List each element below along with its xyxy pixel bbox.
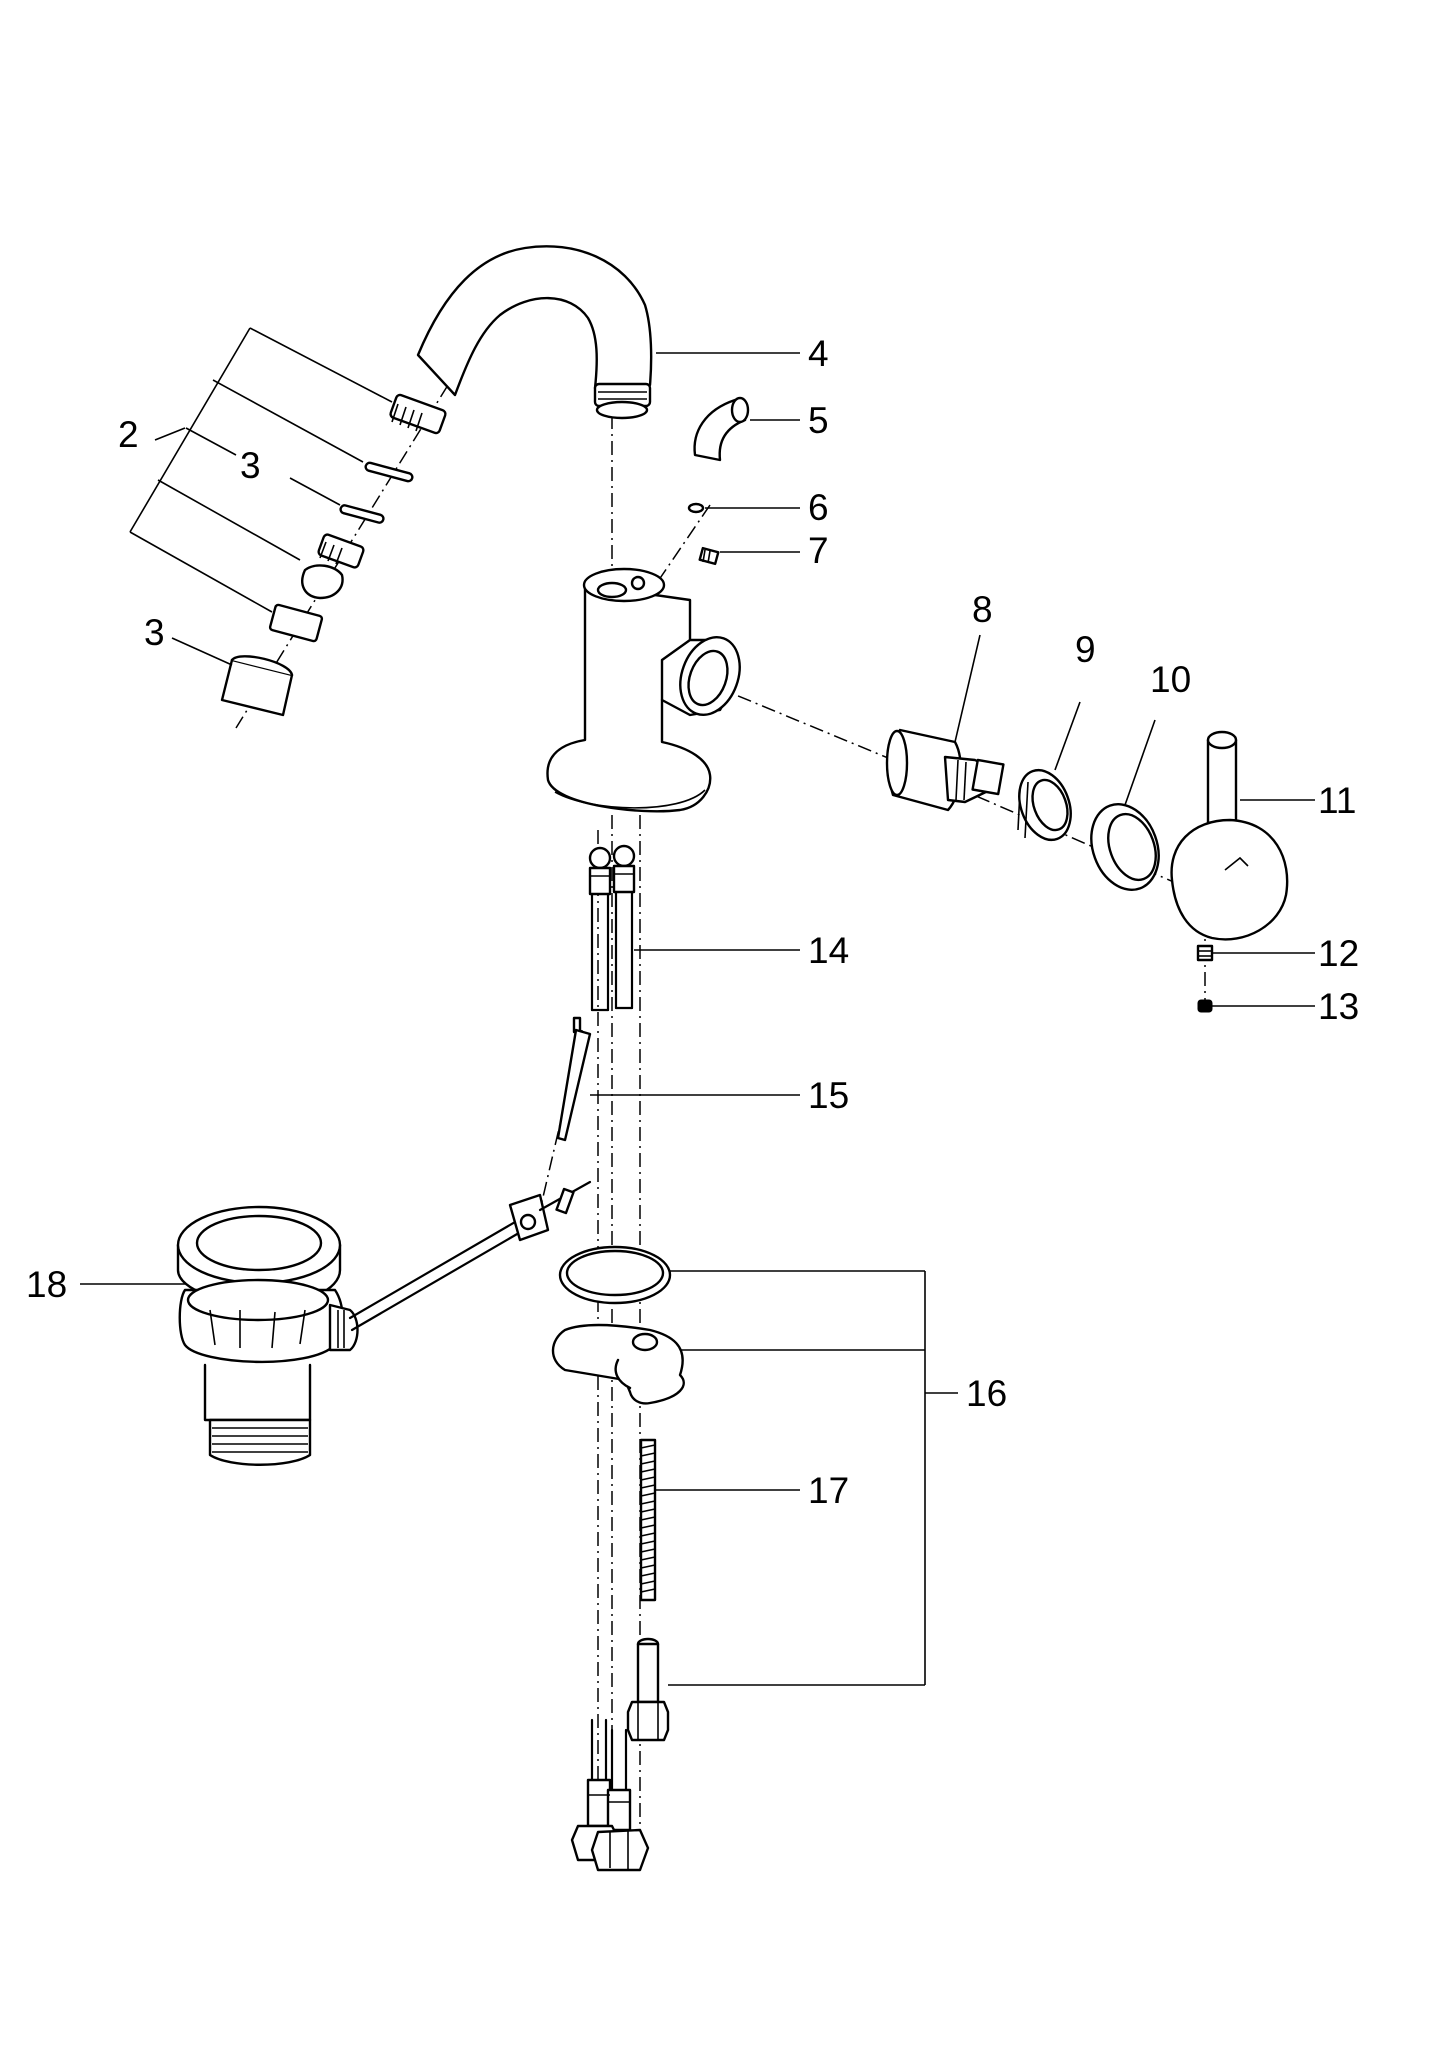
callout-14: 14: [808, 930, 849, 971]
callout-5: 5: [808, 400, 829, 441]
callout-9: 9: [1075, 629, 1096, 670]
callout-13: 13: [1318, 986, 1359, 1027]
assembly-axes: [235, 384, 1216, 1850]
callout-11: 11: [1318, 780, 1356, 821]
callout-12: 12: [1318, 933, 1359, 974]
callout-2: 2: [118, 414, 139, 455]
mixer-body: [546, 567, 741, 813]
lift-rod: [556, 1016, 592, 1142]
spout-part: [416, 245, 653, 420]
callout-18: 18: [26, 1264, 67, 1305]
bottom-nut: [626, 1637, 670, 1742]
callout-3-upper: 3: [240, 445, 261, 486]
callout-8: 8: [972, 589, 993, 630]
cartridge-part: [885, 728, 1005, 812]
hose-connectors: [570, 1718, 650, 1872]
elbow-part: [693, 396, 750, 462]
nut-part: [1017, 768, 1072, 842]
leader-lines: [80, 327, 1315, 1686]
callout-6: 6: [808, 487, 829, 528]
popup-waste: [176, 1180, 592, 1466]
callout-16: 16: [966, 1373, 1007, 1414]
small-fasteners: [687, 502, 720, 566]
handle-part: [1170, 730, 1289, 941]
callout-numbers: 2 3 3 4 5 6 7 8 9 10 11 12 13 14 15 16 1…: [26, 333, 1359, 1511]
mounting-set: [551, 1245, 685, 1405]
callout-15: 15: [808, 1075, 849, 1116]
cover-ring-part: [1090, 803, 1160, 891]
callout-10: 10: [1150, 659, 1191, 700]
flex-hoses: [588, 844, 636, 1012]
callout-3-lower: 3: [144, 612, 165, 653]
callout-17: 17: [808, 1470, 849, 1511]
threaded-stud: [639, 1438, 657, 1602]
aerator-parts: [220, 393, 447, 717]
callout-7: 7: [808, 530, 829, 571]
callout-4: 4: [808, 333, 829, 374]
